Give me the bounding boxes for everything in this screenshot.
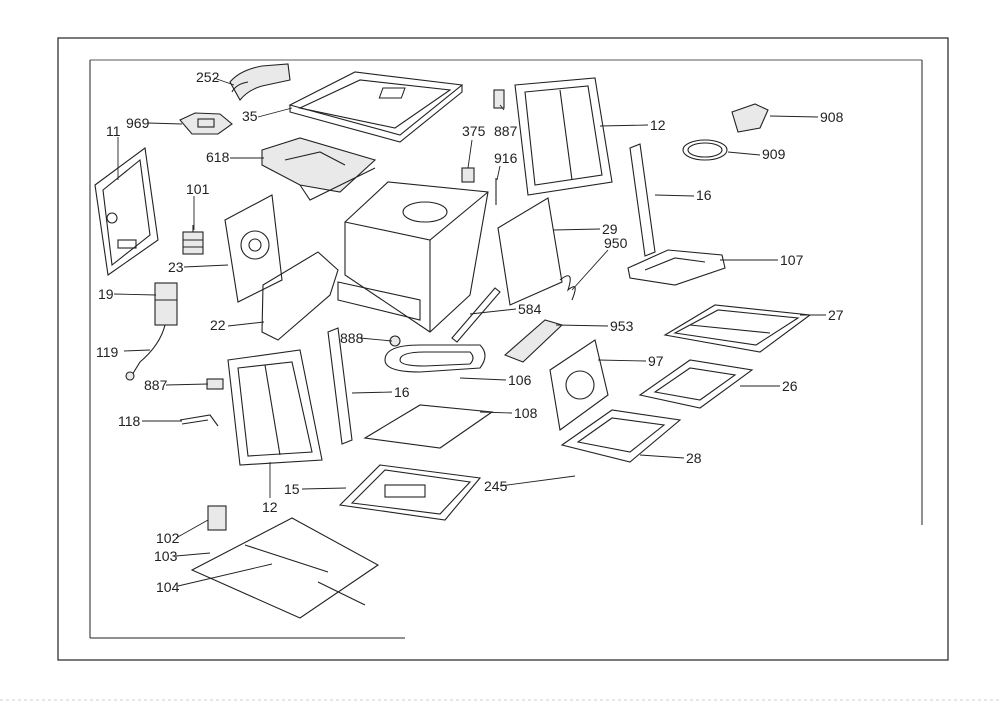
- part-12-side-panel-right: [514, 77, 613, 196]
- callout-950: 950: [604, 235, 628, 251]
- callout-28: 28: [686, 450, 702, 466]
- callout-101: 101: [186, 181, 210, 197]
- part-26-tray: [638, 359, 754, 409]
- part-22-insulation: [261, 251, 339, 341]
- outer-border: [57, 37, 949, 661]
- leader-lines: [113, 77, 826, 587]
- part-950-element: [559, 275, 576, 301]
- part-969-plate: [179, 112, 233, 135]
- callout-23: 23: [168, 259, 184, 275]
- part-103-floor-sheet: [190, 517, 380, 619]
- part-19-control-box: [154, 282, 178, 326]
- callout-102: 102: [156, 530, 180, 546]
- part-953-bracket: [503, 319, 564, 363]
- part-16-rail-left: [327, 327, 353, 445]
- callout-12-right: 12: [650, 117, 666, 133]
- part-12-side-panel-left: [227, 349, 323, 466]
- callout-107: 107: [780, 252, 804, 268]
- part-27-grill-rack: [663, 304, 812, 353]
- part-11-rear-panel: [94, 147, 159, 276]
- part-887-connector-left: [206, 378, 224, 390]
- part-16-rail-right: [629, 143, 656, 257]
- callout-103: 103: [154, 548, 178, 564]
- part-908-thermostat: [731, 103, 769, 133]
- callout-15: 15: [284, 481, 300, 497]
- part-106-lower-heater: [384, 344, 486, 373]
- callout-16-right: 16: [696, 187, 712, 203]
- part-23-fan-cover: [224, 194, 283, 303]
- part-101-fan-motor: [182, 225, 204, 255]
- part-887-connector-right: [493, 89, 505, 109]
- part-104-rod: [317, 581, 366, 606]
- part-909-gasket-ring: [682, 139, 728, 161]
- callout-97: 97: [648, 353, 664, 369]
- part-618-duct: [261, 137, 377, 201]
- callout-888: 888: [340, 330, 364, 346]
- part-15-base-panel: [338, 464, 482, 521]
- callout-119: 119: [96, 344, 119, 360]
- callout-118: 118: [118, 413, 141, 429]
- callout-26: 26: [782, 378, 798, 394]
- callout-584: 584: [518, 301, 542, 317]
- part-cavity: [337, 181, 489, 333]
- callout-908: 908: [820, 109, 844, 125]
- part-97-fan-shroud: [549, 339, 609, 431]
- callout-labels: 252 35 969 11 618 101 23 19 22 119 887 1…: [96, 69, 844, 595]
- part-108-bottom-plate: [363, 404, 494, 449]
- callout-29: 29: [602, 221, 618, 237]
- callout-969: 969: [126, 115, 150, 131]
- callout-16-left: 16: [394, 384, 410, 400]
- callout-27: 27: [828, 307, 844, 323]
- callout-108: 108: [514, 405, 538, 421]
- callout-245: 245: [484, 478, 508, 494]
- part-107-heater-top: [627, 249, 726, 286]
- callout-375: 375: [462, 123, 486, 139]
- part-375-lamp: [461, 167, 475, 183]
- callout-104: 104: [156, 579, 180, 595]
- callout-106: 106: [508, 372, 532, 388]
- part-584-rail-bottom: [451, 287, 501, 343]
- callout-887-left: 887: [144, 377, 168, 393]
- callout-887-right: 887: [494, 123, 518, 139]
- part-35-top-panel: [288, 71, 464, 143]
- part-252-hinge: [229, 63, 291, 101]
- callout-953: 953: [610, 318, 634, 334]
- callout-11: 11: [106, 123, 121, 139]
- callout-252: 252: [196, 69, 220, 85]
- part-119-power-cable: [125, 324, 166, 381]
- part-29-glass: [497, 197, 563, 306]
- part-28-deep-tray: [560, 409, 682, 463]
- part-102-box: [207, 505, 227, 531]
- callout-19: 19: [98, 286, 114, 302]
- callout-909: 909: [762, 146, 786, 162]
- part-118-wire: [179, 414, 219, 427]
- callout-916: 916: [494, 150, 518, 166]
- callout-22: 22: [210, 317, 226, 333]
- callout-618: 618: [206, 149, 230, 165]
- callout-12-left: 12: [262, 499, 278, 515]
- callout-35: 35: [242, 108, 258, 124]
